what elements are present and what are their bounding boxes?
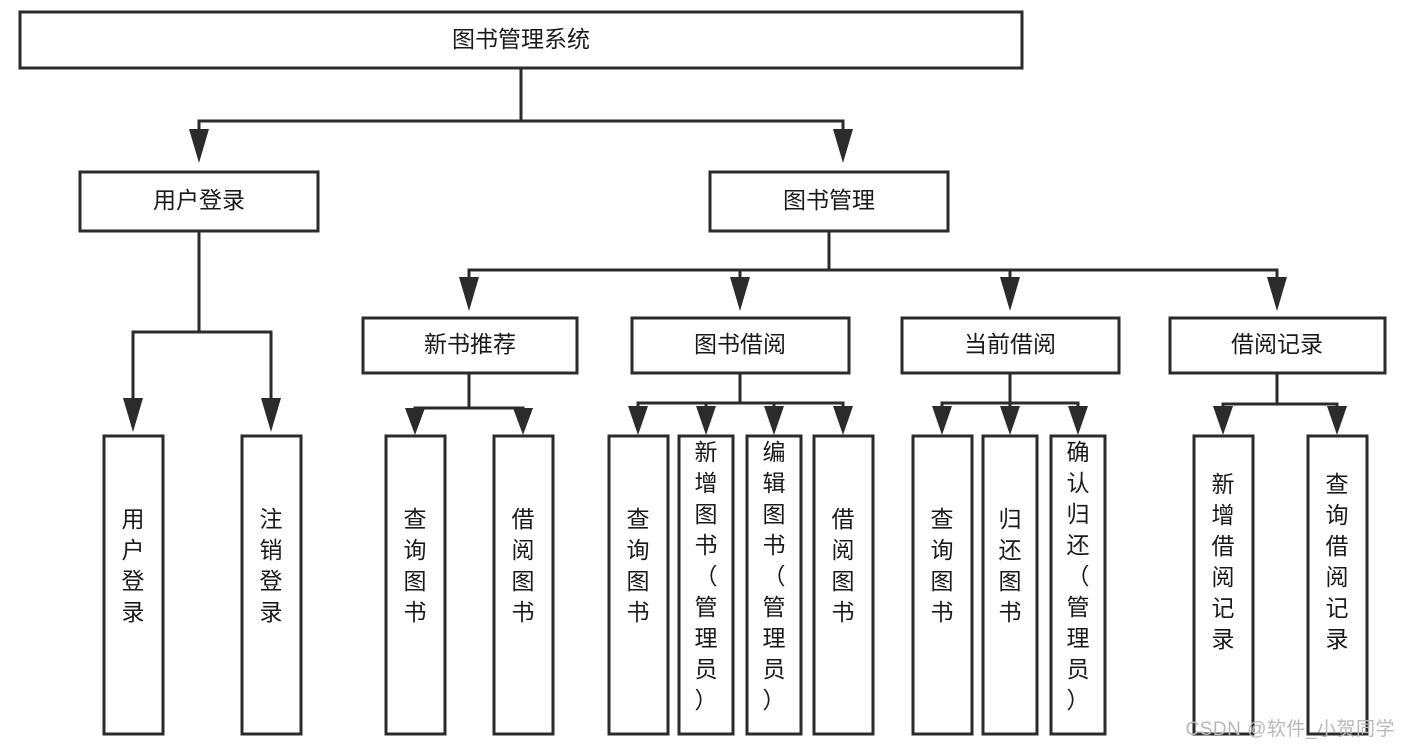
arrow-head-leaf-confirm-return-admin [1068,406,1088,435]
arrow-head-leaf-logout-login [261,398,281,432]
node-user-login-box[interactable] [78,170,320,233]
node-leaf-borrow-book-1-label: 借阅图书 [512,506,535,625]
node-book-management-label: 图书管理 [783,187,875,213]
node-leaf-add-book-admin[interactable]: 新增图书（管理员） [677,434,735,736]
node-leaf-borrow-book-2[interactable]: 借阅图书 [812,434,875,736]
node-leaf-add-borrow-record-label: 新增借阅记录 [1212,471,1235,652]
node-leaf-query-book-3-box[interactable] [911,434,974,736]
arrow-head-new-book-recommend [459,277,479,311]
connector-layer [123,66,1347,435]
node-book-borrow-box[interactable] [630,316,851,375]
arrow-head-leaf-edit-book-admin [764,406,784,435]
node-user-login-label: 用户登录 [153,187,245,213]
node-leaf-add-book-admin-box[interactable] [677,434,735,736]
node-leaf-logout-login[interactable]: 注销登录 [240,434,303,736]
arrow-head-leaf-borrow-book-1 [513,408,533,435]
node-new-book-recommend-label: 新书推荐 [424,331,516,357]
node-book-management-box[interactable] [708,170,950,233]
node-leaf-query-book-1-box[interactable] [384,434,447,736]
node-leaf-borrow-book-2-label: 借阅图书 [832,506,855,625]
node-leaf-user-login[interactable]: 用户登录 [102,434,165,736]
node-leaf-borrow-book-1[interactable]: 借阅图书 [492,434,555,736]
arrow-head-leaf-query-book-1 [405,408,425,435]
node-leaf-confirm-return-admin-box[interactable] [1049,434,1107,736]
node-current-borrow-label: 当前借阅 [964,331,1056,357]
arrow-head-leaf-borrow-book-2 [833,406,853,435]
node-current-borrow-box[interactable] [900,316,1121,375]
node-borrow-record-label: 借阅记录 [1231,331,1323,357]
node-borrow-record[interactable]: 借阅记录 [1168,316,1387,375]
node-leaf-add-borrow-record[interactable]: 新增借阅记录 [1192,434,1255,736]
node-leaf-query-borrow-record-box[interactable] [1306,434,1369,736]
node-leaf-add-borrow-record-box[interactable] [1192,434,1255,736]
node-current-borrow[interactable]: 当前借阅 [900,316,1121,375]
arrow-head-leaf-user-login [123,398,143,432]
node-leaf-edit-book-admin[interactable]: 编辑图书（管理员） [745,434,803,736]
node-leaf-user-login-label: 用户登录 [122,506,145,625]
node-leaf-user-login-box[interactable] [102,434,165,736]
arrow-head-book-management [833,129,853,163]
node-root-box[interactable] [18,10,1024,70]
node-leaf-return-book-label: 归还图书 [999,506,1022,625]
node-leaf-borrow-book-2-box[interactable] [812,434,875,736]
node-book-management[interactable]: 图书管理 [708,170,950,233]
arrow-head-leaf-return-book [1000,406,1020,435]
node-borrow-record-box[interactable] [1168,316,1387,375]
node-user-login[interactable]: 用户登录 [78,170,320,233]
node-leaf-query-book-2-label: 查询图书 [627,506,650,625]
node-leaf-confirm-return-admin-label: 确认归还（管理员） [1067,439,1090,713]
node-leaf-add-book-admin-label: 新增图书（管理员） [695,439,718,713]
node-root[interactable]: 图书管理系统 [18,10,1024,70]
node-leaf-query-borrow-record-label: 查询借阅记录 [1326,471,1349,652]
node-leaf-logout-login-box[interactable] [240,434,303,736]
node-leaf-return-book-box[interactable] [981,434,1039,736]
arrow-head-current-borrow [1000,277,1020,311]
node-leaf-query-book-3-label: 查询图书 [931,506,954,625]
arrow-head-book-borrow [730,277,750,311]
arrow-head-leaf-query-book-2 [628,406,648,435]
node-leaf-return-book[interactable]: 归还图书 [981,434,1039,736]
node-root-label: 图书管理系统 [452,26,590,52]
arrow-head-user-login [189,129,209,163]
arrow-head-leaf-query-book-3 [932,406,952,435]
node-leaf-confirm-return-admin[interactable]: 确认归还（管理员） [1049,434,1107,736]
node-new-book-recommend-box[interactable] [361,316,579,375]
arrow-head-leaf-query-borrow-record [1327,406,1347,435]
arrow-head-borrow-record [1267,277,1287,311]
node-book-borrow[interactable]: 图书借阅 [630,316,851,375]
arrow-head-leaf-add-book-admin [696,406,716,435]
arrow-head-leaf-add-borrow-record [1213,406,1233,435]
node-leaf-query-book-3[interactable]: 查询图书 [911,434,974,736]
node-leaf-query-book-2[interactable]: 查询图书 [607,434,670,736]
node-leaf-query-book-1[interactable]: 查询图书 [384,434,447,736]
node-leaf-edit-book-admin-box[interactable] [745,434,803,736]
node-leaf-borrow-book-1-box[interactable] [492,434,555,736]
node-leaf-query-book-1-label: 查询图书 [404,506,427,625]
node-leaf-query-book-2-box[interactable] [607,434,670,736]
node-book-borrow-label: 图书借阅 [694,331,786,357]
node-leaf-query-borrow-record[interactable]: 查询借阅记录 [1306,434,1369,736]
node-leaf-edit-book-admin-label: 编辑图书（管理员） [763,439,786,713]
node-new-book-recommend[interactable]: 新书推荐 [361,316,579,375]
node-leaf-logout-login-label: 注销登录 [260,506,283,625]
